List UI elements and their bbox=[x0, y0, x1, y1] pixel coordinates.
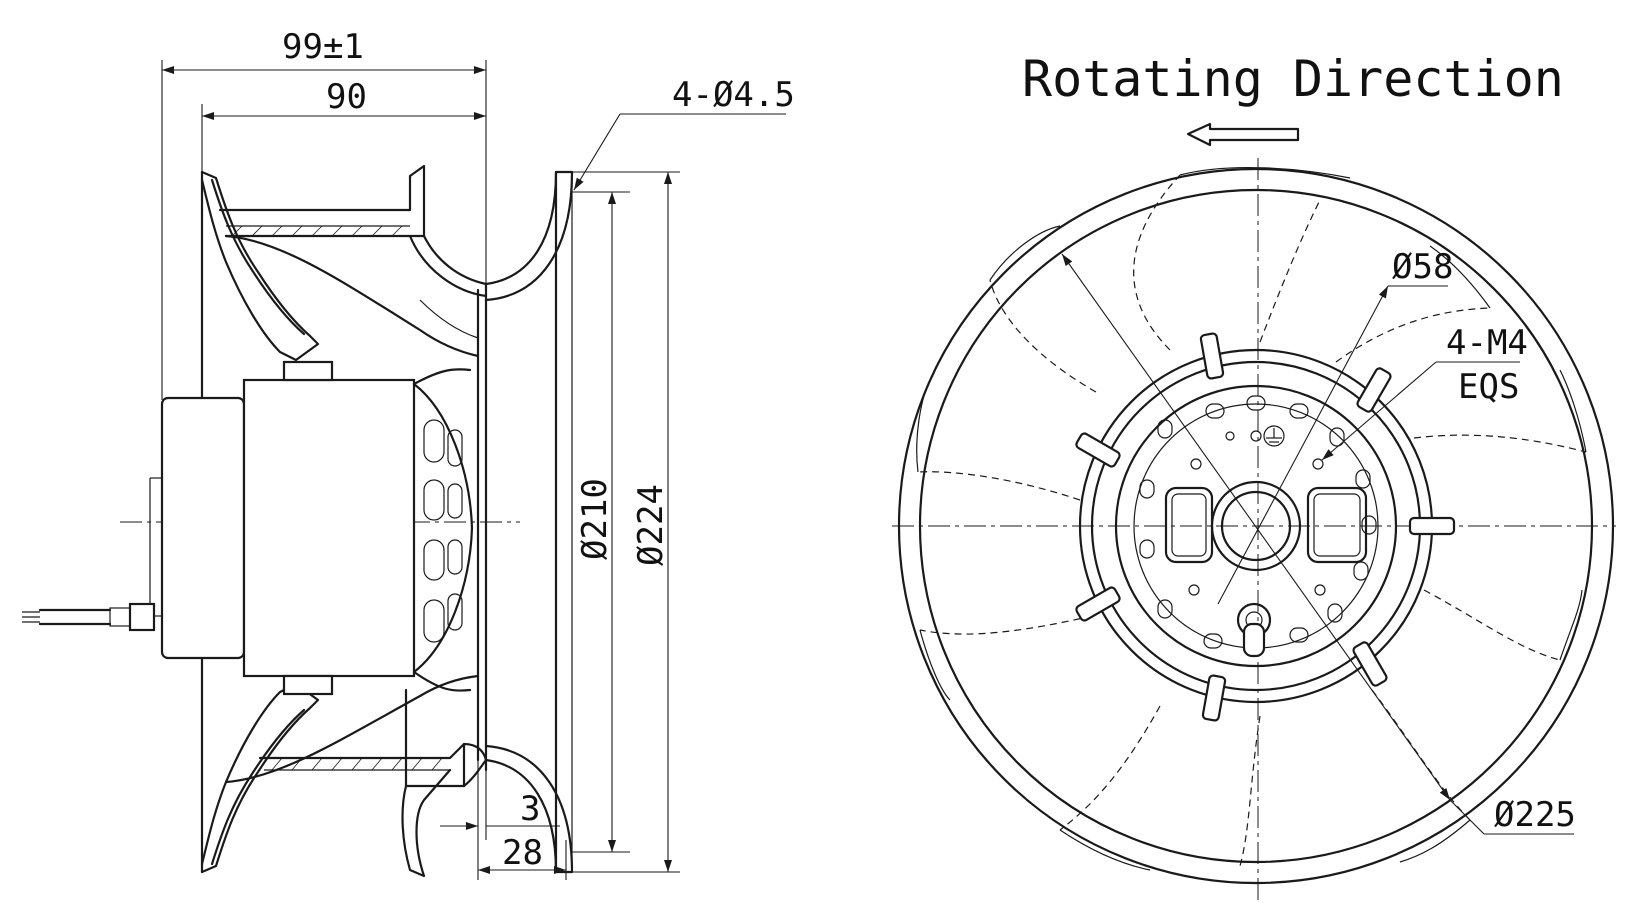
mounting-clips bbox=[1075, 332, 1456, 722]
motor-window-left bbox=[1164, 486, 1214, 564]
motor-cooling-slots bbox=[423, 419, 463, 643]
motor-cable bbox=[22, 602, 156, 632]
outer-diameter-label: Ø224 bbox=[631, 484, 671, 566]
impeller-outer-ring bbox=[897, 167, 1615, 885]
motor bbox=[22, 360, 474, 696]
upper-blade bbox=[200, 164, 488, 362]
flange-thickness-label: 3 bbox=[520, 789, 540, 829]
screw-holes-label: 4-M4 bbox=[1446, 323, 1528, 363]
motor-window-right bbox=[1306, 486, 1368, 564]
hub-diameter-label: Ø58 bbox=[1392, 247, 1453, 287]
lower-blade bbox=[200, 674, 488, 878]
impeller-inner-ring bbox=[918, 188, 1594, 864]
front-dimensions: Ø225 Ø58 4-M4 EQS bbox=[1061, 247, 1576, 835]
screw-holes-note: EQS bbox=[1458, 367, 1519, 407]
inner-diameter-label: Ø210 bbox=[575, 478, 615, 560]
upper-band-hatch bbox=[231, 225, 403, 237]
ground-icon bbox=[1263, 425, 1285, 447]
body-length-label: 90 bbox=[326, 77, 367, 117]
overall-length-label: 99±1 bbox=[282, 27, 364, 67]
impeller-diameter-label: Ø225 bbox=[1494, 795, 1576, 835]
impeller-blades bbox=[916, 166, 1587, 871]
side-view: 99±1 90 4-Ø4.5 Ø210 Ø224 3 bbox=[22, 27, 795, 880]
rotation-arrow-icon bbox=[1186, 122, 1300, 147]
lower-band-hatch bbox=[271, 757, 443, 771]
rotating-direction-title: Rotating Direction bbox=[1022, 50, 1564, 108]
front-view: Rotating Direction bbox=[892, 50, 1616, 900]
inlet-depth-label: 28 bbox=[502, 833, 543, 873]
side-dimensions: 99±1 90 4-Ø4.5 Ø210 Ø224 3 bbox=[161, 27, 795, 880]
mounting-holes-label: 4-Ø4.5 bbox=[672, 75, 795, 115]
